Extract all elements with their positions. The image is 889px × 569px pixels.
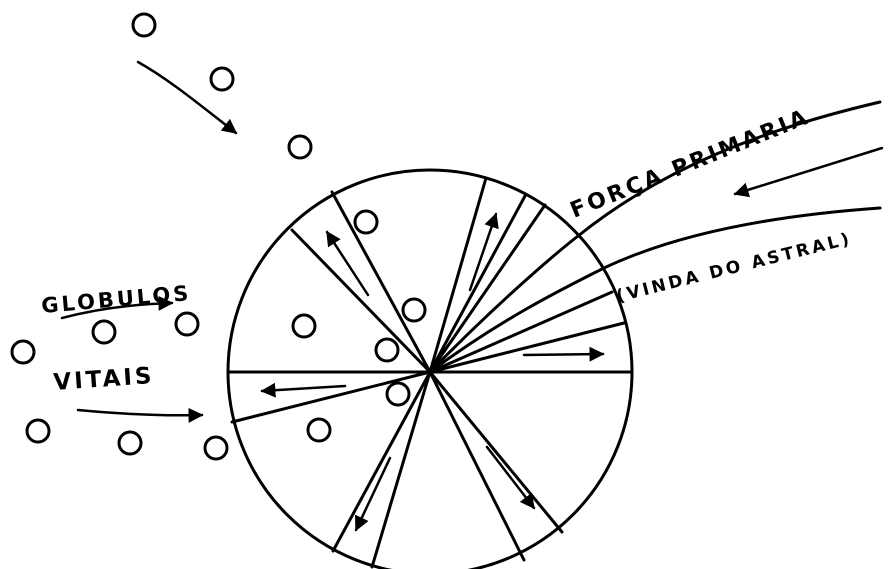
globule: [387, 383, 409, 405]
primary-force-lines: [430, 102, 880, 372]
spoke-lower-left-b: [333, 372, 430, 551]
globule: [133, 14, 155, 36]
spoke-lower-right-a: [430, 372, 524, 560]
arrow-right: [524, 354, 603, 355]
arrow-left: [262, 386, 345, 391]
label-forca-primaria: FORÇA PRIMARIA: [567, 105, 814, 224]
globule: [211, 68, 233, 90]
globule-arrow-vitais: [78, 410, 202, 415]
spoke-lower-right-b: [430, 372, 562, 532]
label-vinda-do-astral: (VINDA DO ASTRAL): [614, 229, 854, 307]
globule: [293, 315, 315, 337]
label-globulos: GLOBULOS: [40, 281, 192, 318]
globule-arrow-top: [138, 62, 236, 133]
globule: [176, 313, 198, 335]
label-vitais: VITAIS: [53, 363, 156, 396]
spoke-upper-left-b: [332, 192, 430, 372]
globule: [403, 299, 425, 321]
globule: [119, 432, 141, 454]
spoke-lower-left-c: [372, 372, 430, 567]
globule: [27, 420, 49, 442]
spoke-lower-left-a: [232, 372, 430, 422]
globule: [376, 339, 398, 361]
spoke-upper-right-b: [430, 196, 525, 372]
globule: [205, 437, 227, 459]
globule: [289, 136, 311, 158]
incoming-force-arrow: [735, 148, 882, 194]
globule: [355, 211, 377, 233]
globule: [308, 419, 330, 441]
globule: [12, 341, 34, 363]
force-line-upper: [430, 102, 880, 372]
arrow-up-right: [470, 214, 496, 290]
globule: [93, 321, 115, 343]
